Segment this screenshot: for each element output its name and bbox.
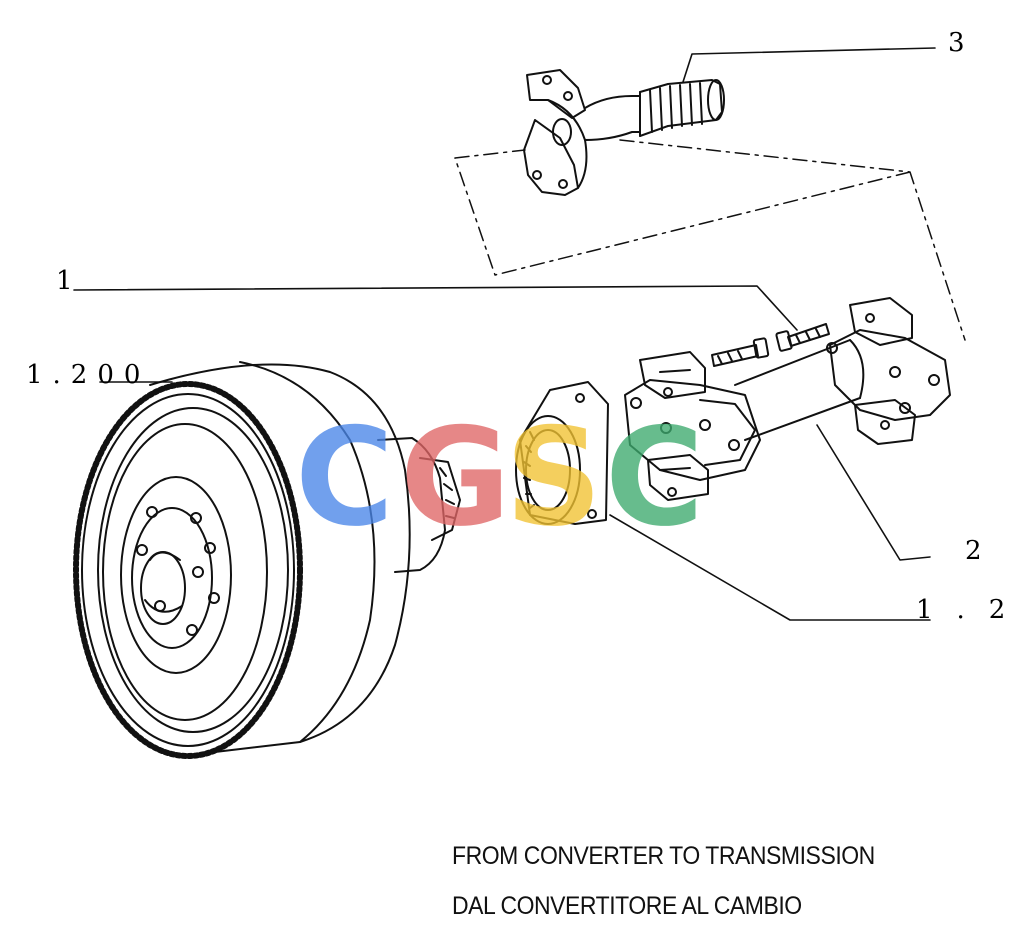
slip-yoke-shaft	[523, 69, 725, 196]
watermark-letter-c1: C	[295, 399, 395, 556]
projection-guide-dashed	[454, 139, 966, 341]
callout-part-3: 3	[948, 28, 979, 58]
torque-converter	[73, 361, 461, 759]
companion-flange	[515, 381, 609, 525]
drive-shaft-assembly	[624, 297, 951, 501]
watermark-letter-c2: C	[605, 399, 705, 556]
callout-part-1-2: 1.2	[916, 595, 1029, 625]
bolts	[711, 323, 830, 367]
callout-part-2: 2	[965, 536, 996, 566]
exploded-parts-diagram	[73, 47, 966, 759]
caption-italian: DAL CONVERTITORE AL CAMBIO	[452, 892, 802, 920]
caption-english: FROM CONVERTER TO TRANSMISSION	[452, 842, 875, 870]
watermark-letter-s: S	[505, 399, 603, 556]
leader-lines	[73, 47, 936, 621]
watermark-letter-g: G	[400, 399, 511, 556]
callout-part-1-200: 1.200	[26, 360, 151, 390]
callout-part-1: 1	[56, 266, 87, 296]
